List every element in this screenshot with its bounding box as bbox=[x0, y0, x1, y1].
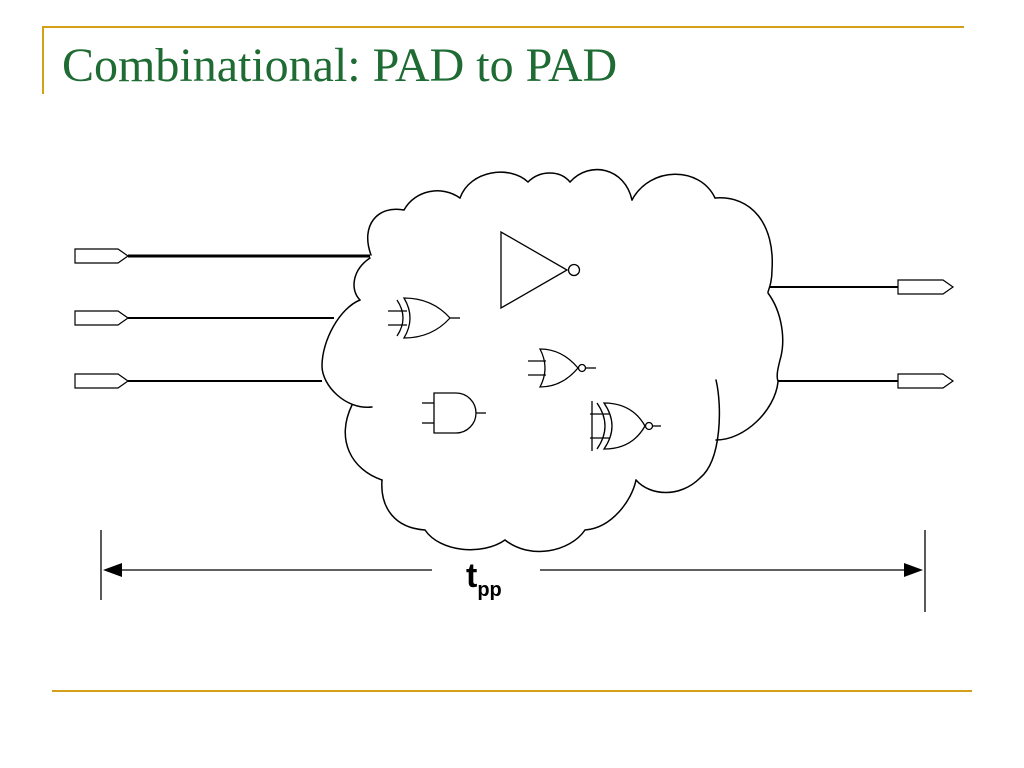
timing-symbol: t bbox=[466, 557, 477, 595]
timing-subscript: pp bbox=[477, 579, 501, 601]
input-pad-3 bbox=[75, 374, 128, 388]
output-pad-1 bbox=[898, 280, 953, 294]
input-wires bbox=[128, 256, 370, 381]
logic-cloud bbox=[322, 170, 783, 552]
input-pads bbox=[75, 249, 128, 388]
page-title: Combinational: PAD to PAD bbox=[62, 39, 618, 92]
timing-arrow-right-icon bbox=[904, 563, 923, 577]
nor-gate bbox=[528, 349, 596, 387]
timing-label: tpp bbox=[466, 557, 502, 601]
xor-gate bbox=[388, 298, 460, 338]
timing-dimension bbox=[101, 530, 925, 612]
output-wires bbox=[770, 287, 898, 381]
title-accent-vertical bbox=[42, 26, 44, 94]
footer-divider bbox=[52, 690, 972, 692]
title-accent-horizontal bbox=[42, 26, 964, 28]
and-gate bbox=[422, 393, 486, 433]
output-pad-2 bbox=[898, 374, 953, 388]
input-pad-1 bbox=[75, 249, 128, 263]
output-pads bbox=[898, 280, 953, 388]
xnor-gate bbox=[590, 401, 661, 451]
input-pad-2 bbox=[75, 311, 128, 325]
timing-arrow-left-icon bbox=[103, 563, 122, 577]
inverter-gate bbox=[501, 232, 580, 308]
